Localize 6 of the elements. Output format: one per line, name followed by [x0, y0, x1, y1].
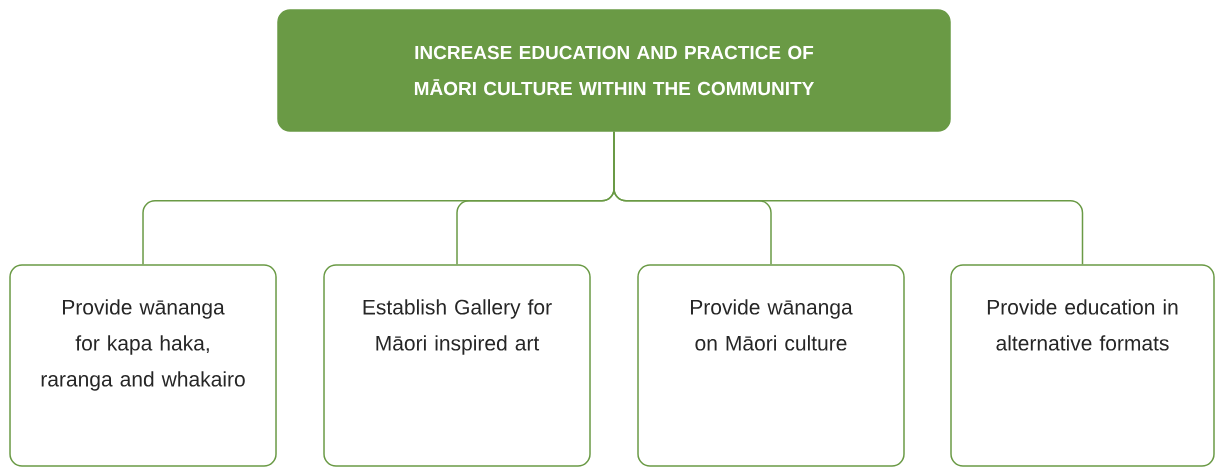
connector	[613, 131, 1084, 265]
action-box: Establish Gallery for Māori inspired art	[323, 264, 591, 467]
action-box: Provide wānanga on Māori culture	[637, 264, 905, 467]
goal-box: INCREASE EDUCATION AND PRACTICE OF MĀORI CULTURE WITHIN THE COMMUNITY	[277, 9, 951, 132]
action-box: Provide wānanga for kapa haka, raranga and whakairo	[9, 264, 277, 467]
action-box: Provide education in alternative formats	[950, 264, 1215, 467]
